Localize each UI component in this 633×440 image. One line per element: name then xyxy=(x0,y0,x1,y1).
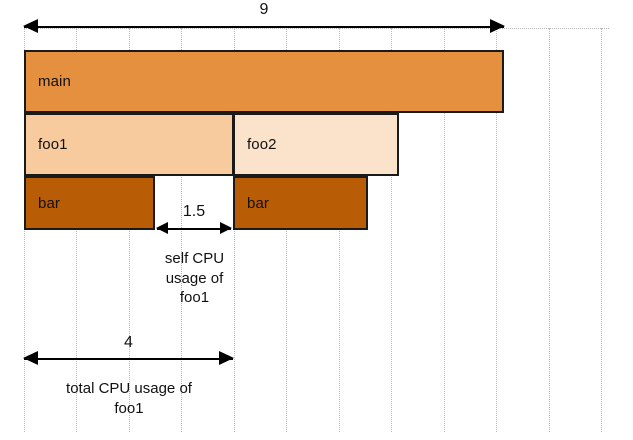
measure-label-total-width: 9 xyxy=(259,1,269,18)
measure-label-self-cpu: 1.5 xyxy=(182,203,206,220)
caption-self-cpu-line-2: usage of xyxy=(165,269,224,287)
arrow-line xyxy=(24,26,504,28)
frame-bar-left[interactable]: bar xyxy=(24,176,155,230)
caption-self-cpu-usage: self CPU usage of foo1 xyxy=(129,249,260,308)
gridline-vertical xyxy=(391,28,392,432)
gridline-vertical xyxy=(496,28,497,432)
caption-total-cpu-line-2: foo1 xyxy=(114,399,144,417)
caption-total-cpu-usage: total CPU usage of foo1 xyxy=(19,379,239,418)
gridline-vertical xyxy=(549,28,550,432)
caption-self-cpu-line-1: self CPU xyxy=(164,250,225,267)
caption-self-cpu-line-3: foo1 xyxy=(179,289,210,306)
gridline-vertical xyxy=(444,28,445,432)
frame-main[interactable]: main xyxy=(24,50,504,113)
arrow-line xyxy=(24,358,233,360)
gridline-vertical xyxy=(339,28,340,432)
frame-foo1[interactable]: foo1 xyxy=(24,113,234,176)
frame-label-bar-right: bar xyxy=(247,194,269,212)
frame-label-bar-left: bar xyxy=(38,194,60,212)
gridline-vertical xyxy=(601,28,602,432)
arrow-head-left-icon xyxy=(23,351,38,365)
gridline-horizontal xyxy=(24,28,609,29)
arrow-head-right-icon xyxy=(490,19,505,33)
gridline-vertical xyxy=(129,28,130,432)
arrow-head-right-icon xyxy=(219,351,234,365)
frame-bar-right[interactable]: bar xyxy=(233,176,368,230)
frame-label-main: main xyxy=(38,73,71,90)
frame-foo2[interactable]: foo2 xyxy=(233,113,399,176)
arrow-head-left-icon xyxy=(156,222,168,234)
arrow-head-left-icon xyxy=(23,19,38,33)
gridline-vertical xyxy=(76,28,77,432)
gridline-vertical xyxy=(24,28,25,432)
arrow-head-right-icon xyxy=(220,222,232,234)
measure-label-total-cpu: 4 xyxy=(124,334,133,351)
frame-label-foo2: foo2 xyxy=(247,136,277,153)
frame-label-foo1: foo1 xyxy=(38,136,68,153)
caption-total-cpu-line-1: total CPU usage of xyxy=(66,380,192,397)
gridline-vertical xyxy=(234,28,235,432)
gridline-vertical xyxy=(181,28,182,432)
gridline-vertical xyxy=(286,28,287,432)
arrow-line xyxy=(157,228,231,230)
